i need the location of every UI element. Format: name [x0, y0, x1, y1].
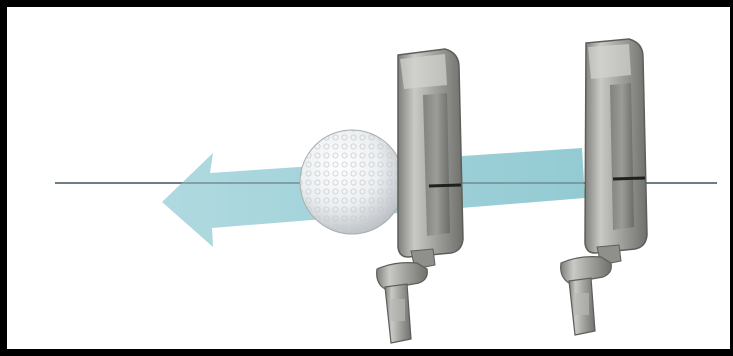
face-mark	[613, 178, 645, 179]
face-mark	[429, 185, 461, 186]
putting-stroke-diagram	[7, 7, 730, 353]
golf-ball	[297, 127, 407, 237]
